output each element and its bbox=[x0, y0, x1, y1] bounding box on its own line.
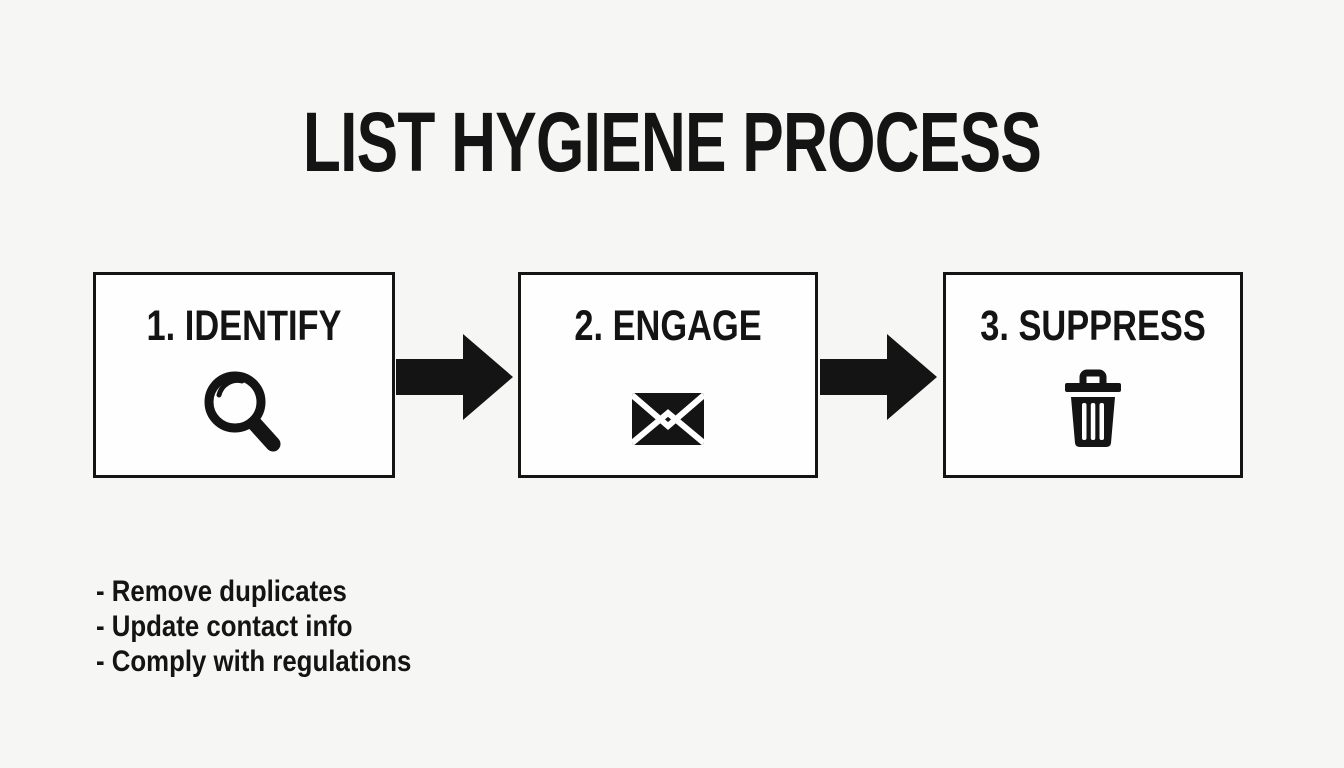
note-item: - Remove duplicates bbox=[96, 575, 347, 608]
flow-arrow-1 bbox=[396, 334, 513, 420]
step-label-identify: 1. IDENTIFY bbox=[146, 302, 342, 350]
step-box-identify: 1. IDENTIFY bbox=[93, 272, 395, 478]
flow-arrow-2 bbox=[820, 334, 937, 420]
step-label-suppress: 3. SUPPRESS bbox=[980, 302, 1206, 350]
note-item: - Update contact info bbox=[96, 610, 353, 643]
magnifier-search-icon bbox=[202, 371, 286, 460]
step-box-engage: 2. ENGAGE bbox=[518, 272, 818, 478]
trash-can-icon bbox=[1063, 369, 1123, 454]
envelope-mail-icon bbox=[631, 393, 705, 450]
notes-list: - Remove duplicates - Update contact inf… bbox=[96, 574, 463, 679]
page-title: LIST HYGIENE PROCESS bbox=[302, 95, 1042, 189]
note-item: - Comply with regulations bbox=[96, 645, 412, 678]
step-box-suppress: 3. SUPPRESS bbox=[943, 272, 1243, 478]
step-label-engage: 2. ENGAGE bbox=[574, 302, 762, 350]
